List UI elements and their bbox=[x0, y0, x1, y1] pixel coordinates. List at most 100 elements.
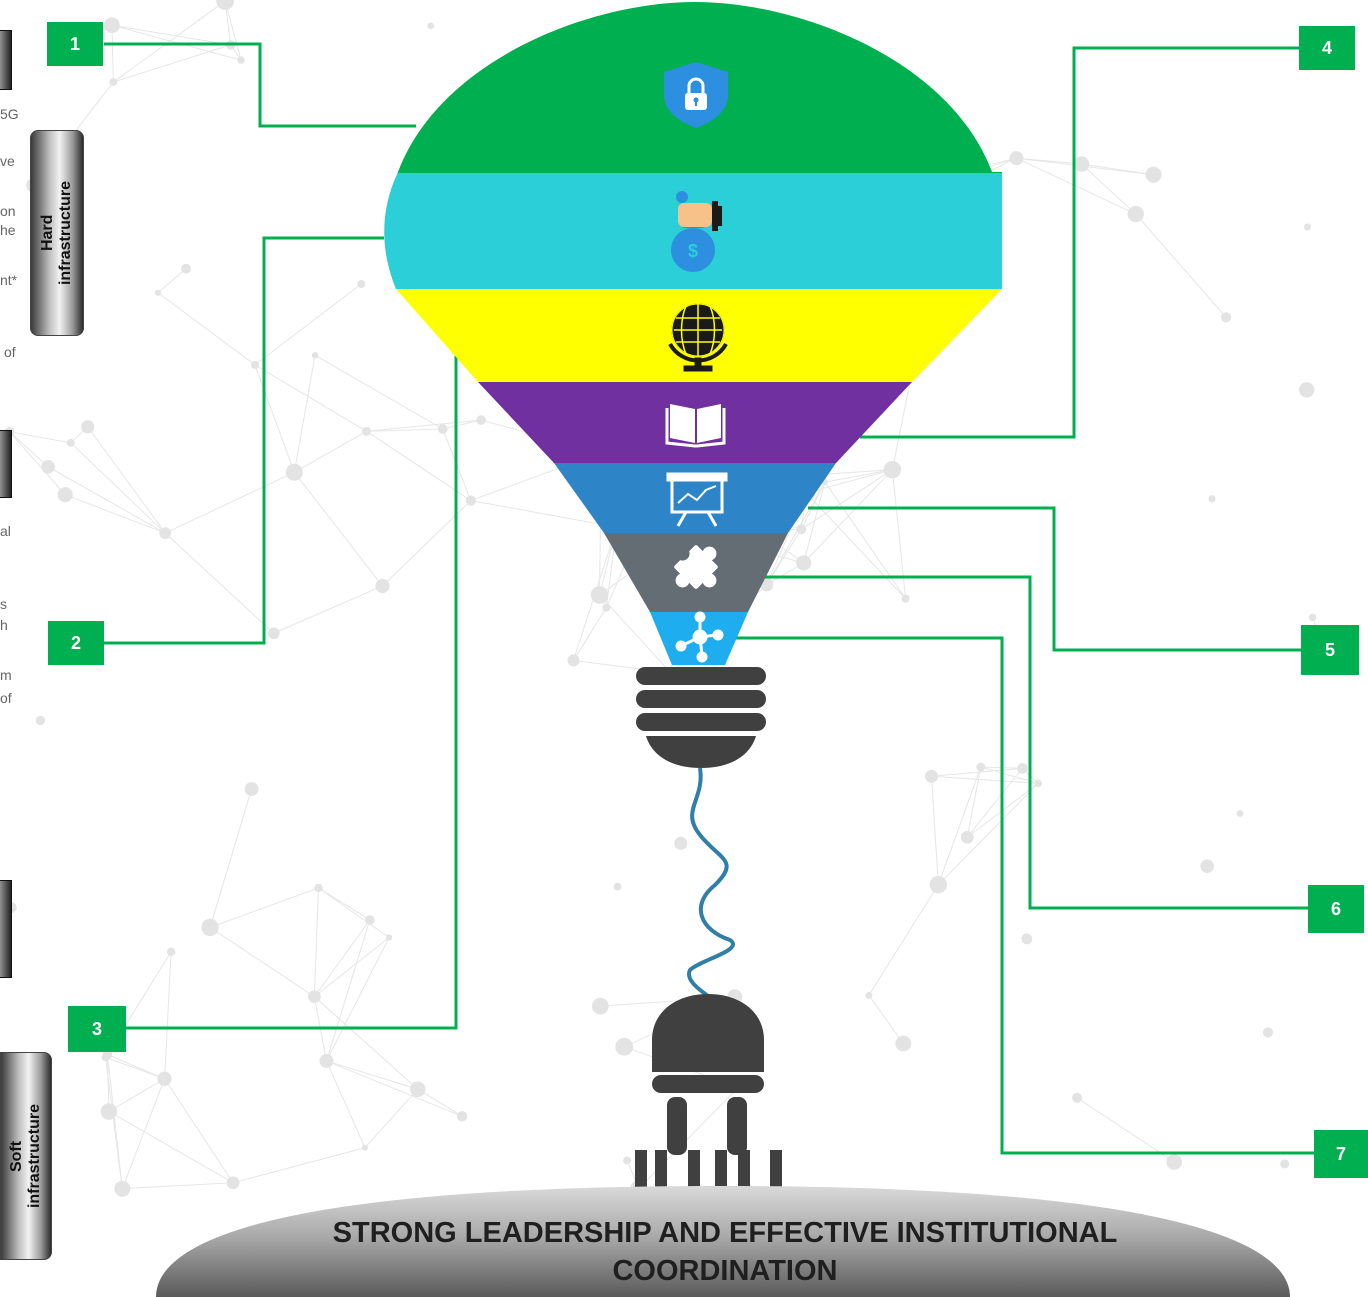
network-node bbox=[1303, 223, 1311, 231]
network-node bbox=[226, 1176, 240, 1190]
network-line bbox=[868, 995, 904, 1044]
network-line bbox=[47, 466, 166, 534]
network-line bbox=[366, 428, 443, 432]
network-line bbox=[254, 364, 367, 432]
network-node bbox=[250, 360, 259, 369]
network-line bbox=[70, 442, 166, 534]
network-node bbox=[465, 495, 476, 506]
network-line bbox=[931, 776, 939, 885]
network-line bbox=[891, 469, 907, 599]
network-line bbox=[1081, 163, 1137, 215]
network-node bbox=[1280, 1159, 1290, 1169]
network-node bbox=[109, 78, 118, 86]
network-node bbox=[311, 352, 319, 359]
network-node bbox=[157, 1071, 172, 1086]
network-line bbox=[805, 492, 906, 599]
network-node bbox=[1166, 1154, 1183, 1170]
network-line bbox=[111, 25, 114, 83]
network-line bbox=[107, 1054, 165, 1080]
network-line bbox=[113, 0, 226, 83]
base-platform bbox=[156, 1186, 1290, 1297]
bulb-base bbox=[636, 667, 766, 768]
fragment-m: m bbox=[0, 667, 12, 683]
network-line bbox=[224, 0, 242, 61]
network-node bbox=[57, 487, 73, 503]
presentation-chart-icon bbox=[666, 472, 728, 527]
network-line bbox=[209, 788, 253, 928]
network-line bbox=[108, 1111, 234, 1184]
network-line bbox=[937, 766, 982, 885]
left-edge-box-3 bbox=[0, 880, 12, 978]
network-node bbox=[285, 463, 303, 481]
network-node bbox=[375, 578, 390, 594]
network-node bbox=[314, 883, 323, 893]
network-node bbox=[104, 17, 120, 34]
step-number-5: 5 bbox=[1301, 625, 1359, 675]
network-node bbox=[1127, 205, 1144, 223]
network-line bbox=[314, 996, 419, 1090]
network-line bbox=[442, 419, 482, 430]
fragment-5g: 5G bbox=[0, 106, 19, 122]
money-hand-icon: $ bbox=[671, 191, 722, 272]
network-line bbox=[105, 1057, 123, 1189]
network-line bbox=[364, 1088, 419, 1149]
network-line bbox=[254, 283, 362, 366]
base-label-line-1: STRONG LEADERSHIP AND EFFECTIVE INSTITUT… bbox=[332, 1217, 1118, 1249]
network-line bbox=[209, 887, 319, 928]
shield-lock-icon bbox=[664, 62, 728, 128]
network-line bbox=[366, 419, 482, 432]
network-node bbox=[41, 459, 55, 474]
network-line bbox=[1076, 1097, 1175, 1163]
step-number-2: 2 bbox=[48, 621, 104, 665]
network-line bbox=[273, 585, 383, 634]
network-line bbox=[803, 481, 826, 564]
network-line bbox=[803, 469, 893, 564]
network-line bbox=[366, 430, 472, 501]
network-node bbox=[1299, 382, 1315, 398]
network-node bbox=[244, 782, 259, 797]
network-line bbox=[232, 1147, 365, 1184]
network-line bbox=[801, 469, 893, 530]
network-line bbox=[164, 532, 275, 634]
network-line bbox=[966, 766, 982, 838]
network-node bbox=[81, 420, 95, 434]
network-line bbox=[325, 919, 371, 1062]
network-node bbox=[437, 424, 448, 434]
network-node bbox=[154, 289, 162, 296]
network-line bbox=[326, 937, 390, 1062]
network-node bbox=[1034, 779, 1042, 788]
network-line bbox=[106, 1054, 110, 1112]
network-line bbox=[318, 887, 371, 921]
network-node bbox=[590, 586, 609, 604]
network-node bbox=[591, 997, 609, 1015]
network-line bbox=[111, 24, 231, 46]
network-node bbox=[237, 56, 245, 64]
left-edge-box-2 bbox=[0, 430, 12, 498]
network-line bbox=[121, 1078, 166, 1189]
network-line bbox=[766, 481, 826, 585]
network-node bbox=[181, 263, 192, 274]
network-line bbox=[113, 44, 231, 83]
network-line bbox=[314, 937, 390, 998]
base-label-line-2: COORDINATION bbox=[612, 1255, 838, 1287]
network-node bbox=[1308, 613, 1317, 622]
network-line bbox=[326, 1060, 366, 1148]
network-line bbox=[326, 1060, 463, 1117]
network-line bbox=[254, 364, 295, 473]
network-node bbox=[1208, 495, 1216, 503]
network-node bbox=[201, 918, 219, 937]
network-node bbox=[66, 438, 75, 447]
network-node bbox=[567, 654, 580, 667]
network-line bbox=[573, 607, 607, 661]
fragment-of-2: of bbox=[0, 690, 12, 706]
puzzle-icon bbox=[674, 545, 718, 589]
network-node bbox=[365, 915, 375, 925]
network-node bbox=[623, 1156, 632, 1165]
network-line bbox=[108, 1078, 165, 1112]
network-line bbox=[800, 481, 826, 530]
svg-text:$: $ bbox=[688, 241, 698, 261]
fragment-of-1: of bbox=[4, 344, 16, 360]
network-line bbox=[314, 354, 443, 430]
network-node bbox=[1262, 1027, 1273, 1038]
network-node bbox=[114, 1180, 131, 1197]
